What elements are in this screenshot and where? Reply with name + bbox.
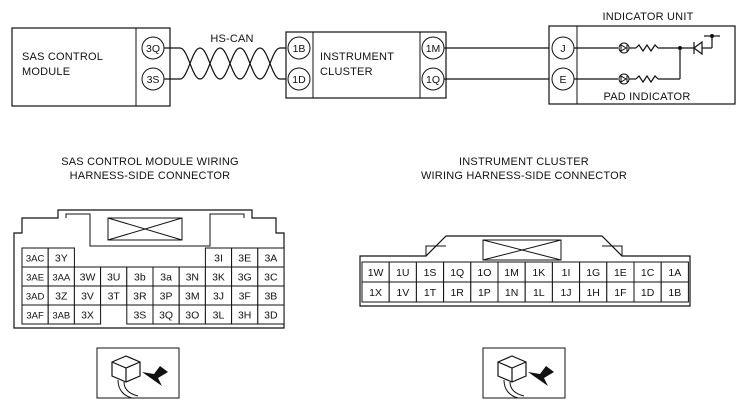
sas-pin-label: 3D (264, 310, 278, 322)
sas-pin-cell (257, 304, 285, 325)
cluster-pin-1m-label: 1M (426, 43, 441, 55)
indicator-unit-label: INDICATOR UNIT (602, 11, 693, 23)
cluster-pin-label: 1A (668, 267, 681, 279)
cluster-pin-label: 1F (614, 287, 626, 299)
sas-pin-label: 3AC (26, 254, 45, 265)
cluster-pin-1q-label: 1Q (426, 74, 440, 86)
sas-pin-label: 3Z (55, 291, 68, 303)
sas-pin-3s-label: 3S (147, 74, 160, 86)
cluster-pin-label: 1P (478, 287, 491, 299)
sas-pin-label: 3X (81, 310, 94, 322)
sas-pin-label: 3AA (52, 273, 71, 284)
sas-pin-label: 3W (80, 272, 96, 284)
sas-pin-label: 3K (212, 272, 225, 284)
cluster-pin-label: 1I (562, 267, 571, 279)
cluster-pin-1d (287, 67, 311, 91)
cluster-pin-label: 1K (532, 267, 545, 279)
instrument-cluster: 1B 1D INSTRUMENT CLUSTER 1M 1Q (285, 31, 447, 99)
sas-pin-label: 3E (238, 253, 251, 265)
sas-pin-label: 3A (264, 253, 277, 265)
cluster-pin-label: 1L (533, 287, 545, 299)
cluster-pin-label: 1B (668, 287, 681, 299)
indicator-pin-j-label: J (560, 43, 565, 55)
cluster-pin-label: 1X (369, 287, 382, 299)
cluster-pin-label: 1M (504, 267, 519, 279)
cluster-pin-1b-label: 1B (293, 43, 306, 55)
sas-pin-label: 3H (238, 310, 251, 322)
cluster-connector-caption-line1: INSTRUMENT CLUSTER (459, 156, 589, 168)
sas-connector-caption-line2: HARNESS-SIDE CONNECTOR (70, 170, 231, 182)
sas-pin-label: 3F (239, 291, 251, 303)
resistor-icon (635, 43, 659, 53)
cluster-pin-label: 1W (368, 267, 384, 279)
cluster-pin-label: 1J (560, 287, 571, 299)
sas-pin-label: 3AF (26, 311, 44, 322)
cluster-pin-label: 1N (505, 287, 518, 299)
sas-control-module: SAS CONTROL MODULE 3Q 3S (11, 27, 171, 107)
sas-pin-label: 3C (264, 272, 278, 284)
cluster-connector-plug-icon (482, 347, 566, 399)
sas-pin-label: 3V (81, 291, 94, 303)
cluster-connector-face: 1W 1U 1S 1Q 1O 1M 1K 1I 1G 1E 1C 1A 1X 1V 1T 1R 1P 1N 1L 1J… (359, 235, 691, 307)
sas-pin-cell (73, 304, 102, 325)
sas-module-label-line2: MODULE (22, 66, 70, 78)
sas-pin-label: 3B (264, 291, 277, 303)
sas-module-label-line1: SAS CONTROL (22, 51, 103, 63)
sas-connector-plug-icon (96, 347, 180, 399)
sas-pin-label: 3L (213, 310, 225, 322)
indicator-pin-e-label: E (559, 74, 566, 86)
sas-pin-label: 3G (238, 272, 252, 284)
sas-pin-label: 3J (213, 291, 224, 303)
cluster-pin-label: 1R (450, 287, 464, 299)
sas-pin-label: 3T (108, 291, 121, 303)
cluster-pin-label: 1O (477, 267, 491, 279)
sas-pin-label: 3M (185, 291, 200, 303)
indicator-unit: INDICATOR UNIT J E PAD INDICATOR (548, 11, 736, 105)
cluster-pin-label: 1C (641, 267, 655, 279)
cluster-label-line1: INSTRUMENT (320, 51, 394, 63)
sas-pin-label: 3Y (55, 253, 68, 265)
cluster-pin-label: 1G (586, 267, 600, 279)
sas-pin-label: 3AE (26, 273, 44, 284)
sas-pin-label: 3AD (26, 292, 45, 303)
sas-pin-3q-label: 3Q (146, 43, 160, 55)
sas-pin-label: 3R (133, 291, 147, 303)
hs-can-label: HS-CAN (210, 33, 253, 45)
cluster-pin-label: 1T (424, 287, 437, 299)
cluster-pin-label: 1Q (450, 267, 464, 279)
cluster-pin-label: 1S (424, 267, 437, 279)
sas-pin-label: 3b (134, 272, 146, 284)
cluster-pin-1b (287, 36, 311, 60)
sas-connector-face: 3AC 3Y 3I 3E 3A 3AE 3AA 3W 3U 3b 3a 3N 3K 3G 3C 3AD 3Z 3V… (13, 209, 285, 329)
hs-can-twisted-pair: HS-CAN (164, 33, 288, 80)
sas-pin-label: 3O (185, 310, 199, 322)
cluster-pin-label: 1D (641, 287, 655, 299)
sas-pin-label: 3a (160, 272, 172, 284)
sas-pin-label: 3U (107, 272, 120, 284)
cluster-pin-1d-label: 1D (292, 74, 306, 86)
sas-pin-label: 3N (186, 272, 199, 284)
cluster-label-line2: CLUSTER (320, 66, 373, 78)
sas-pin-label: 3S (133, 310, 146, 322)
sas-pin-label: 3AB (52, 311, 70, 322)
cluster-connector-caption-line2: WIRING HARNESS-SIDE CONNECTOR (421, 170, 627, 182)
sas-connector-caption-line1: SAS CONTROL MODULE WIRING (61, 156, 239, 168)
pad-indicator-label: PAD INDICATOR (604, 91, 691, 103)
cluster-pin-label: 1V (396, 287, 409, 299)
sas-pin-label: 3I (214, 253, 223, 265)
cluster-pin-label: 1E (614, 267, 627, 279)
cluster-pin-label: 1U (396, 267, 409, 279)
sas-pin-label: 3P (160, 291, 173, 303)
sas-pin-label: 3Q (159, 310, 173, 322)
cluster-pin-label: 1H (586, 287, 599, 299)
cluster-pin-cell (660, 281, 689, 303)
